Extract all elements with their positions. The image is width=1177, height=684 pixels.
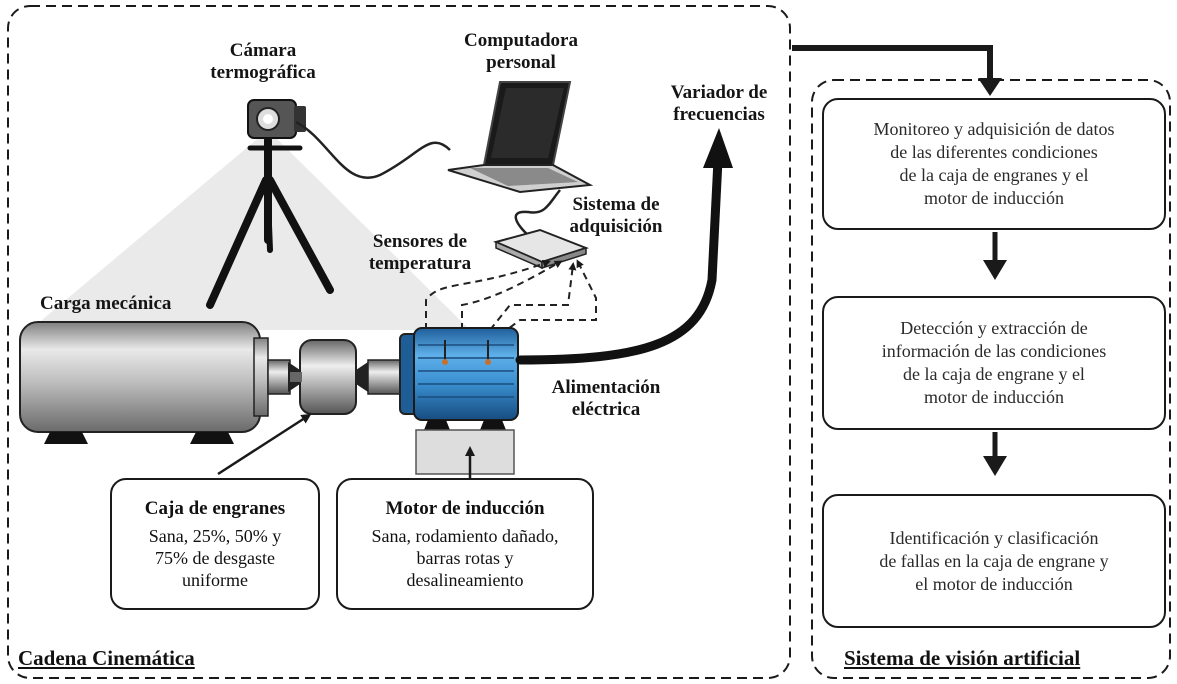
frame-connector-arrow xyxy=(792,45,993,82)
mechanical-load-icon xyxy=(19,321,291,444)
step-arrows xyxy=(983,232,1007,476)
gearbox-pointer-arrow xyxy=(217,413,312,476)
motor-info-box: Motor de inducción Sana, rodamiento daña… xyxy=(336,478,594,610)
sensor-dashed-lines xyxy=(425,259,597,336)
motor-box-title: Motor de inducción xyxy=(385,498,545,519)
laptop-daq-cable xyxy=(514,189,561,236)
gearbox-icon xyxy=(288,339,401,415)
gearbox-info-box: Caja de engranes Sana, 25%, 50% y 75% de… xyxy=(110,478,320,610)
induction-motor-icon xyxy=(399,327,526,475)
right-frame-title: Sistema de visión artificial xyxy=(844,646,1081,670)
camera-view-cone xyxy=(30,130,470,330)
thermal-camera-icon xyxy=(247,99,306,139)
power-cable-arrow xyxy=(515,155,723,365)
frame-connector-head xyxy=(978,78,1002,96)
laptop-icon xyxy=(447,81,594,194)
left-frame-title: Cadena Cinemática xyxy=(18,646,195,670)
gearbox-box-title: Caja de engranes xyxy=(144,498,286,519)
tripod xyxy=(206,136,334,309)
daq-box-icon xyxy=(492,228,589,270)
camera-cable xyxy=(295,120,451,179)
right-frame xyxy=(811,79,1171,679)
left-frame xyxy=(7,5,791,679)
label-carga: Carga mecánica xyxy=(40,293,172,314)
power-cable-head xyxy=(703,128,733,168)
